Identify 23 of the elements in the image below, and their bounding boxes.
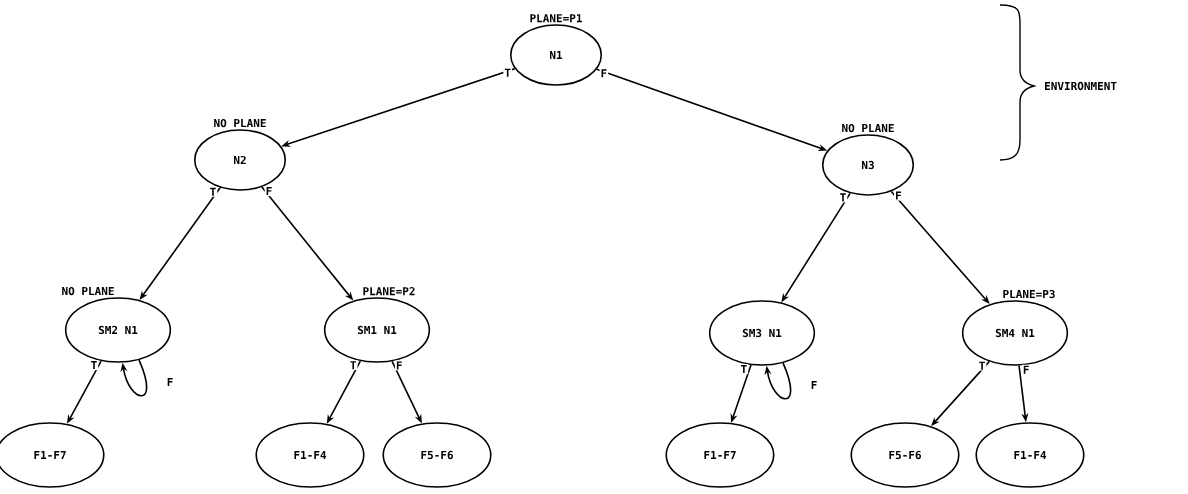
edge-label: T [208,186,218,197]
edge-label: T [503,67,512,78]
edge-label: T [977,360,987,371]
annotation: ENVIRONMENT [1045,81,1117,91]
edge-label: T [89,360,99,371]
edge-label: F [894,190,903,201]
node-heading: NO PLANE [842,123,894,133]
arrow [120,359,148,397]
node-heading: PLANE=P3 [1003,289,1055,299]
arrow [764,362,792,400]
node-heading: NO PLANE [214,118,266,128]
edge-label: T [348,360,358,371]
edge-label: F [1021,364,1031,375]
edge-label: T [838,192,848,203]
edge-label: F [264,186,274,197]
node-heading: NO PLANE [62,286,114,296]
edge-label: F [394,360,404,371]
edge-label: T [739,364,749,375]
node-heading: PLANE=P1 [530,14,582,23]
edge-label: F [165,377,175,387]
node-heading: PLANE=P2 [363,287,415,296]
edge-label: F [809,380,819,390]
edge-label: F [599,68,609,79]
